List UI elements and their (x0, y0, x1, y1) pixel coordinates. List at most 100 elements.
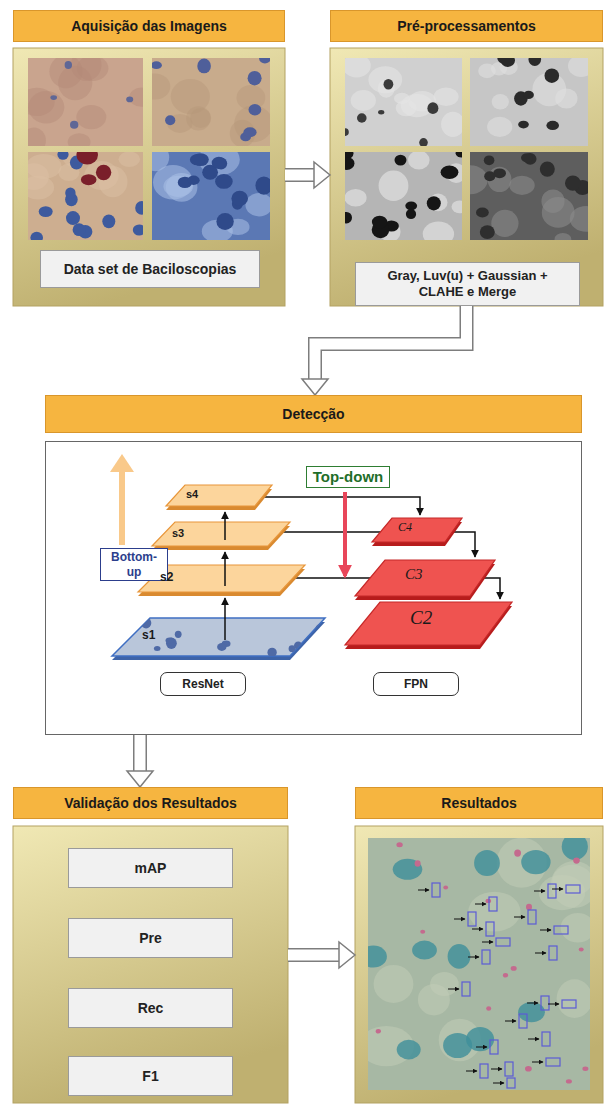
texture-spot (39, 206, 53, 217)
texture-spot (396, 842, 402, 847)
texture-spot (509, 176, 534, 195)
texture-spot (501, 58, 515, 67)
hollow-arrow (127, 735, 153, 787)
texture-spot (448, 944, 471, 969)
micro-texture (107, 616, 327, 657)
texture-spot (521, 850, 550, 874)
arrow-shaft (288, 950, 340, 961)
texture-spot (434, 88, 459, 106)
texture-spot (152, 152, 169, 171)
panel-title: Detecção (282, 406, 344, 423)
result-texture (368, 838, 590, 1084)
texture-spot (30, 232, 43, 240)
panel-body (330, 48, 603, 306)
arrow-head (127, 771, 153, 787)
step-box: Pre (68, 918, 233, 958)
gray-texture (470, 153, 588, 240)
texture-spot (141, 618, 151, 629)
pointer-arrow (514, 917, 525, 918)
panel-header: Pré-processamentos (330, 10, 603, 42)
box-label: mAP (135, 860, 167, 877)
panel-title: Resultados (441, 795, 516, 812)
texture-spot (565, 176, 581, 191)
detection-box (482, 950, 490, 964)
texture-spot (523, 91, 534, 99)
texture-spot (133, 225, 143, 236)
pointer-arrow (493, 1083, 504, 1084)
fpn-plane (345, 602, 512, 645)
texture-spot (491, 210, 518, 237)
texture-spot (248, 71, 262, 85)
pointer-arrow (548, 1004, 559, 1005)
pyramid-level: C4 (398, 521, 412, 534)
pointer-arrow (476, 1047, 487, 1048)
pointer-arrow (448, 989, 459, 990)
texture-spot (492, 94, 509, 110)
texture-spot (259, 58, 270, 63)
texture-spot (50, 95, 57, 100)
texture-spot (525, 1066, 532, 1072)
texture-spot (165, 115, 175, 125)
texture-spot (397, 1040, 421, 1060)
stage-panel: Pré-processamentosGray, Luv(u) + Gaussia… (330, 10, 603, 306)
box-label: Data set de Baciloscopias (64, 261, 237, 278)
texture-spot (443, 885, 448, 889)
texture-spot (68, 133, 91, 146)
panel-title: Pré-processamentos (397, 18, 536, 35)
texture-spot (345, 189, 367, 207)
texture-spot (484, 155, 495, 165)
feature-plane (166, 485, 272, 506)
texture-spot (415, 860, 421, 866)
texture-spot (511, 966, 517, 971)
pointer-arrow (491, 1069, 502, 1070)
texture-spot (529, 58, 542, 66)
texture-spot (480, 225, 495, 239)
texture-spot (57, 152, 68, 160)
arrow-head (302, 379, 328, 395)
detection-box (546, 1058, 560, 1066)
panel-header: Validação dos Resultados (13, 787, 288, 819)
texture-spot (217, 643, 226, 651)
texture-spot (393, 859, 423, 880)
texture-spot (374, 965, 414, 1003)
pointer-arrow (482, 942, 493, 943)
arrow-shaft (315, 306, 467, 380)
texture-spot (412, 941, 437, 960)
arrow-head (314, 162, 330, 188)
texture-spot (419, 138, 428, 146)
texture-spot (579, 947, 584, 951)
up-arrow (224, 552, 226, 586)
gray-image (470, 152, 588, 240)
texture-spot (427, 102, 438, 114)
detection-box (432, 883, 440, 897)
pyramid-level: C3 (405, 566, 423, 583)
detection-box (489, 897, 497, 911)
panel-body (13, 826, 288, 1103)
fpn-plane (372, 518, 462, 542)
hollow-arrow (302, 306, 467, 395)
pointer-arrow (527, 1003, 538, 1004)
feature-plane (112, 618, 325, 656)
panel-title: Validação dos Resultados (64, 795, 237, 812)
pointer-arrow (540, 930, 551, 931)
micro-texture (28, 58, 143, 146)
texture-spot (405, 201, 417, 210)
texture-spot (521, 153, 533, 162)
panel-body (13, 48, 285, 306)
texture-spot (427, 196, 441, 210)
texture-spot (197, 59, 211, 74)
pointer-arrow (418, 890, 429, 891)
panel-body (355, 826, 603, 1103)
micro-texture (28, 152, 143, 240)
texture-spot (514, 850, 521, 857)
step-box: mAP (68, 848, 233, 888)
arrow-shaft (133, 735, 147, 772)
up-arrow (224, 512, 226, 540)
pointer-arrow (475, 904, 486, 905)
texture-spot (518, 121, 529, 129)
texture-spot (108, 621, 118, 630)
detections (418, 883, 580, 1088)
box-label: Bottom-up (104, 550, 164, 579)
panel-header: Resultados (355, 787, 603, 819)
texture-spot (76, 105, 106, 129)
